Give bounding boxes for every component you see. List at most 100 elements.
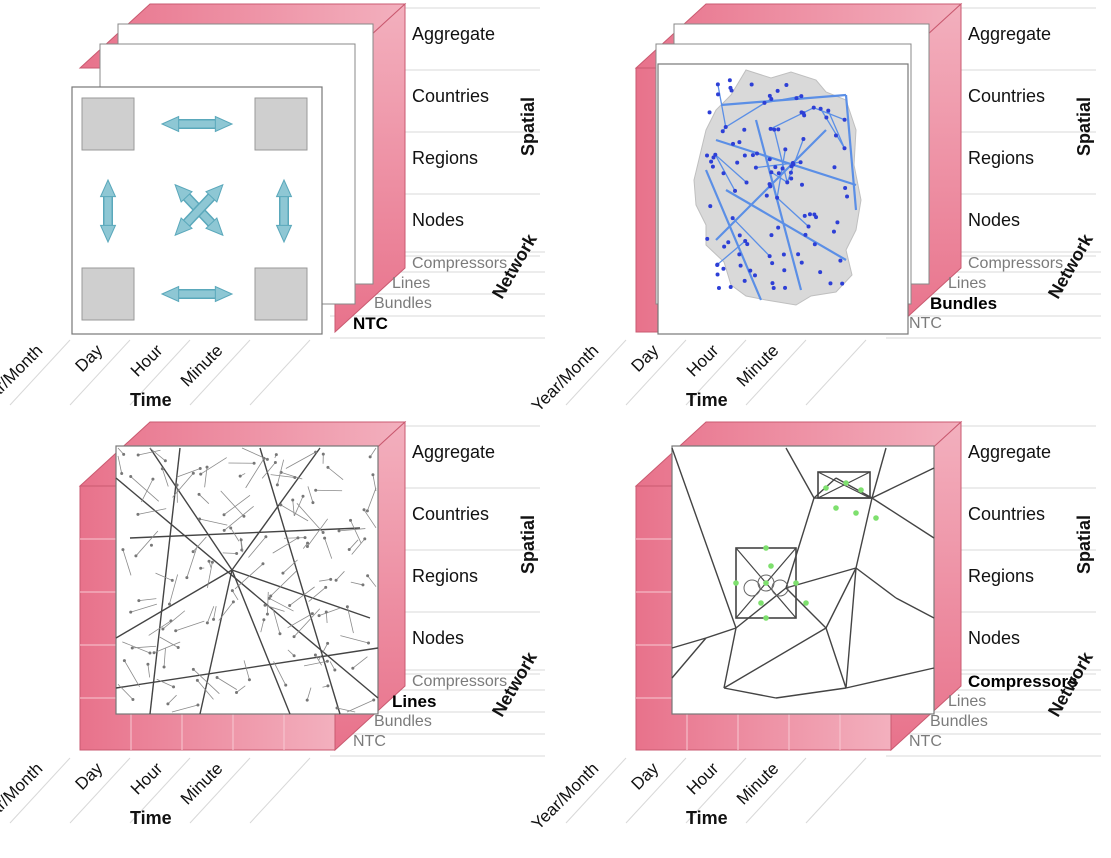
- network-node: [131, 646, 134, 649]
- spatial-axis-title: Spatial: [1074, 515, 1095, 574]
- network-node: [131, 698, 134, 701]
- network-node: [715, 263, 719, 267]
- network-node: [239, 475, 242, 478]
- network-level-label: Lines: [948, 692, 986, 712]
- network-node: [151, 478, 154, 481]
- region-box: [255, 268, 307, 320]
- guide-line: [806, 340, 866, 405]
- network-node: [137, 599, 140, 602]
- network-node: [311, 501, 314, 504]
- network-node: [770, 281, 774, 285]
- network-level-label: Lines: [392, 274, 430, 294]
- network-node: [261, 562, 264, 565]
- network-level-label: Bundles: [374, 712, 432, 732]
- network-node: [716, 92, 720, 96]
- network-node: [803, 233, 807, 237]
- network-node: [176, 484, 179, 487]
- network-node: [800, 110, 804, 114]
- network-node: [722, 171, 726, 175]
- network-node: [366, 509, 369, 512]
- compressor-node: [763, 580, 769, 586]
- network-node: [781, 167, 785, 171]
- network-level-label: Lines: [948, 274, 986, 294]
- network-node: [791, 161, 795, 165]
- network-node: [812, 106, 816, 110]
- network-node: [240, 538, 243, 541]
- network-node: [264, 604, 267, 607]
- spatial-axis-title: Spatial: [518, 97, 539, 156]
- network-node: [253, 462, 256, 465]
- network-node: [834, 134, 838, 138]
- network-node: [275, 453, 278, 456]
- network-node: [291, 498, 294, 501]
- network-node: [174, 629, 177, 632]
- network-node: [262, 618, 265, 621]
- network-node: [799, 94, 803, 98]
- network-node: [768, 182, 772, 186]
- network-node: [326, 466, 329, 469]
- network-node: [196, 679, 199, 682]
- network-node: [818, 270, 822, 274]
- network-node: [161, 467, 164, 470]
- compressor-node: [768, 563, 774, 569]
- network-node: [361, 583, 364, 586]
- compressor-node: [853, 510, 859, 516]
- network-node: [754, 166, 758, 170]
- network-node: [363, 508, 366, 511]
- network-node: [743, 279, 747, 283]
- time-axis-title: Time: [686, 808, 728, 829]
- spatial-axis-title: Spatial: [1074, 97, 1095, 156]
- network-node: [722, 245, 726, 249]
- network-node: [721, 129, 725, 133]
- network-node: [314, 653, 317, 656]
- network-node: [348, 548, 351, 551]
- guide-line: [250, 340, 310, 405]
- network-node: [199, 473, 202, 476]
- spatial-level-label: Aggregate: [968, 442, 1051, 462]
- network-node: [775, 196, 779, 200]
- network-level-label: NTC: [353, 732, 386, 752]
- network-node: [838, 259, 842, 263]
- network-node: [731, 216, 735, 220]
- network-node: [782, 268, 786, 272]
- network-node: [177, 646, 180, 649]
- network-node: [263, 457, 266, 460]
- network-node: [206, 466, 209, 469]
- spatial-level-label: Countries: [968, 504, 1045, 524]
- network-node: [709, 160, 713, 164]
- network-level-label: Compressors: [968, 254, 1063, 274]
- network-node: [335, 707, 338, 710]
- network-node: [721, 267, 725, 271]
- network-node: [835, 220, 839, 224]
- network-node: [768, 254, 772, 258]
- network-node: [121, 548, 124, 551]
- network-level-label: Compressors: [412, 254, 507, 274]
- network-node: [776, 127, 780, 131]
- network-node: [318, 614, 321, 617]
- network-node: [772, 286, 776, 290]
- network-node: [743, 153, 747, 157]
- network-node: [735, 161, 739, 165]
- network-node: [794, 96, 798, 100]
- network-node: [223, 513, 226, 516]
- network-node: [235, 552, 238, 555]
- network-node: [349, 519, 352, 522]
- network-node: [279, 503, 282, 506]
- network-node: [812, 212, 816, 216]
- network-node: [843, 118, 847, 122]
- network-node: [768, 94, 772, 98]
- time-axis-title: Time: [686, 390, 728, 411]
- network-node: [198, 517, 201, 520]
- network-node: [129, 475, 132, 478]
- network-node: [745, 181, 749, 185]
- network-node: [314, 489, 317, 492]
- network-node: [278, 632, 281, 635]
- network-node: [235, 691, 238, 694]
- network-node: [369, 455, 372, 458]
- network-node: [789, 171, 793, 175]
- network-node: [192, 472, 195, 475]
- network-node: [172, 685, 175, 688]
- network-node: [211, 561, 214, 564]
- network-node: [799, 160, 803, 164]
- network-node: [784, 83, 788, 87]
